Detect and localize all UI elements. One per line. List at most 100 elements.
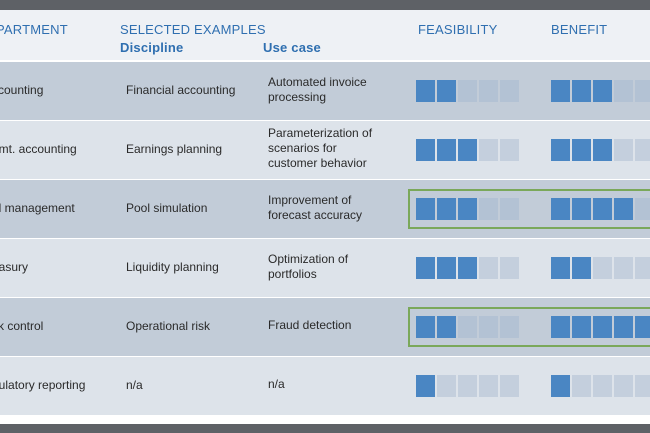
header-benefit: BENEFIT <box>551 22 608 37</box>
discipline-cell: n/a <box>126 378 143 392</box>
rating-segment <box>572 139 591 161</box>
benefit-rating <box>551 257 650 279</box>
discipline-cell: Operational risk <box>126 319 211 333</box>
rating-segment <box>572 375 591 397</box>
rating-segment <box>479 198 498 220</box>
rating-segment <box>593 375 612 397</box>
benefit-rating <box>551 80 650 102</box>
table-row: ccounting Financial accounting Automated i… <box>0 62 650 120</box>
rating-segment <box>500 375 519 397</box>
feasibility-rating <box>416 139 519 161</box>
rating-segment <box>416 198 435 220</box>
rating-segment <box>635 80 650 102</box>
rating-segment <box>437 316 456 338</box>
rating-segment <box>593 198 612 220</box>
rating-segment <box>551 316 570 338</box>
rating-segment <box>458 198 477 220</box>
header-discipline: Discipline <box>120 40 184 55</box>
header-selected-examples: SELECTED EXAMPLES <box>120 22 266 37</box>
benefit-rating <box>551 316 650 338</box>
rating-segment <box>551 80 570 102</box>
rating-segment <box>458 139 477 161</box>
department-cell: ol management <box>0 201 75 215</box>
rating-segment <box>551 375 570 397</box>
rating-segment <box>416 375 435 397</box>
header-use-case: Use case <box>263 40 321 55</box>
rating-segment <box>458 316 477 338</box>
benefit-rating <box>551 198 650 220</box>
rating-segment <box>614 375 633 397</box>
department-cell: ccounting <box>0 83 44 97</box>
rating-segment <box>635 257 650 279</box>
department-cell: gulatory reporting <box>0 378 86 392</box>
use-case-line: Fraud detection <box>268 318 352 332</box>
use-case-line: forecast accuracy <box>268 208 363 222</box>
rating-segment <box>500 139 519 161</box>
benefit-rating <box>551 139 650 161</box>
rating-segment <box>614 80 633 102</box>
rating-segment <box>437 139 456 161</box>
rating-segment <box>437 257 456 279</box>
use-case-line: Parameterization of <box>268 126 373 140</box>
use-case-line: n/a <box>268 377 285 391</box>
rating-segment <box>614 257 633 279</box>
rating-segment <box>572 257 591 279</box>
department-cell: gmt. accounting <box>0 142 77 156</box>
rating-segment <box>437 80 456 102</box>
rating-segment <box>416 316 435 338</box>
rating-segment <box>500 316 519 338</box>
rating-segment <box>551 257 570 279</box>
rating-segment <box>479 257 498 279</box>
rating-segment <box>593 257 612 279</box>
rating-segment <box>479 80 498 102</box>
rating-segment <box>437 375 456 397</box>
rating-segment <box>479 316 498 338</box>
rating-segment <box>437 198 456 220</box>
bottom-border <box>0 424 650 433</box>
rating-segment <box>458 257 477 279</box>
discipline-cell: Earnings planning <box>126 142 223 156</box>
highlight-box <box>408 307 650 347</box>
rating-segment <box>593 139 612 161</box>
rating-segment <box>635 198 650 220</box>
rating-segment <box>416 257 435 279</box>
feasibility-rating <box>416 375 519 397</box>
rating-segment <box>551 198 570 220</box>
rating-segment <box>551 139 570 161</box>
rating-segment <box>416 139 435 161</box>
feasibility-rating <box>416 316 519 338</box>
rating-segment <box>500 257 519 279</box>
rating-segment <box>500 198 519 220</box>
use-case-line: scenarios for <box>268 141 337 155</box>
rating-segment <box>458 375 477 397</box>
rating-segment <box>572 198 591 220</box>
discipline-cell: Financial accounting <box>126 83 236 97</box>
department-cell: easury <box>0 260 29 274</box>
table-row: gmt. accounting Earnings planning Paramete… <box>0 121 650 179</box>
rating-segment <box>572 316 591 338</box>
use-case-cell: n/a <box>268 377 285 392</box>
rating-segment <box>635 139 650 161</box>
rating-segment <box>572 80 591 102</box>
table-row: gulatory reporting n/a n/a <box>0 357 650 415</box>
rating-segment <box>635 375 650 397</box>
table-row: ol management Pool simulation Improvement … <box>0 180 650 238</box>
feasibility-rating <box>416 257 519 279</box>
top-border <box>0 0 650 10</box>
use-case-line: Improvement of <box>268 193 352 207</box>
header-feasibility: FEASIBILITY <box>418 22 498 37</box>
feasibility-rating <box>416 80 519 102</box>
header-department: PARTMENT <box>0 22 68 37</box>
rating-segment <box>593 80 612 102</box>
use-case-line: portfolios <box>268 267 317 281</box>
rating-segment <box>614 139 633 161</box>
feasibility-rating <box>416 198 519 220</box>
rating-segment <box>479 139 498 161</box>
rating-segment <box>614 316 633 338</box>
discipline-cell: Pool simulation <box>126 201 208 215</box>
rating-segment <box>416 80 435 102</box>
table-header: PARTMENT SELECTED EXAMPLES Discipline Us… <box>0 10 650 60</box>
